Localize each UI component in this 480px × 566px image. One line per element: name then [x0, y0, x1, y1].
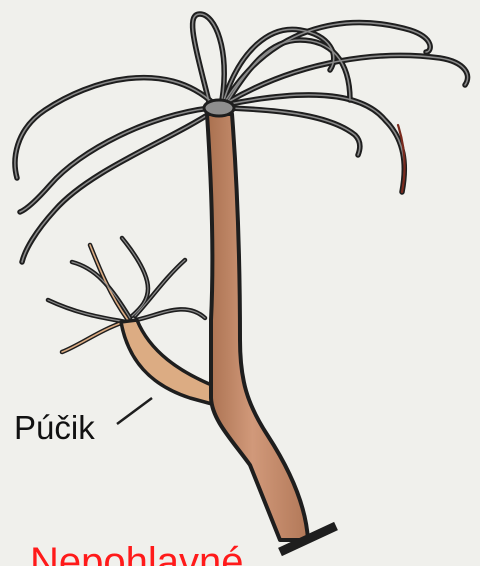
- main-tentacles: [15, 14, 468, 262]
- caption: Nepohlavné: [30, 538, 244, 566]
- hypostome: [204, 100, 234, 116]
- bud: [121, 320, 214, 404]
- bud-leader-line: [117, 398, 152, 424]
- hydra-body: [207, 114, 308, 540]
- bud-label: Púčik: [14, 408, 95, 448]
